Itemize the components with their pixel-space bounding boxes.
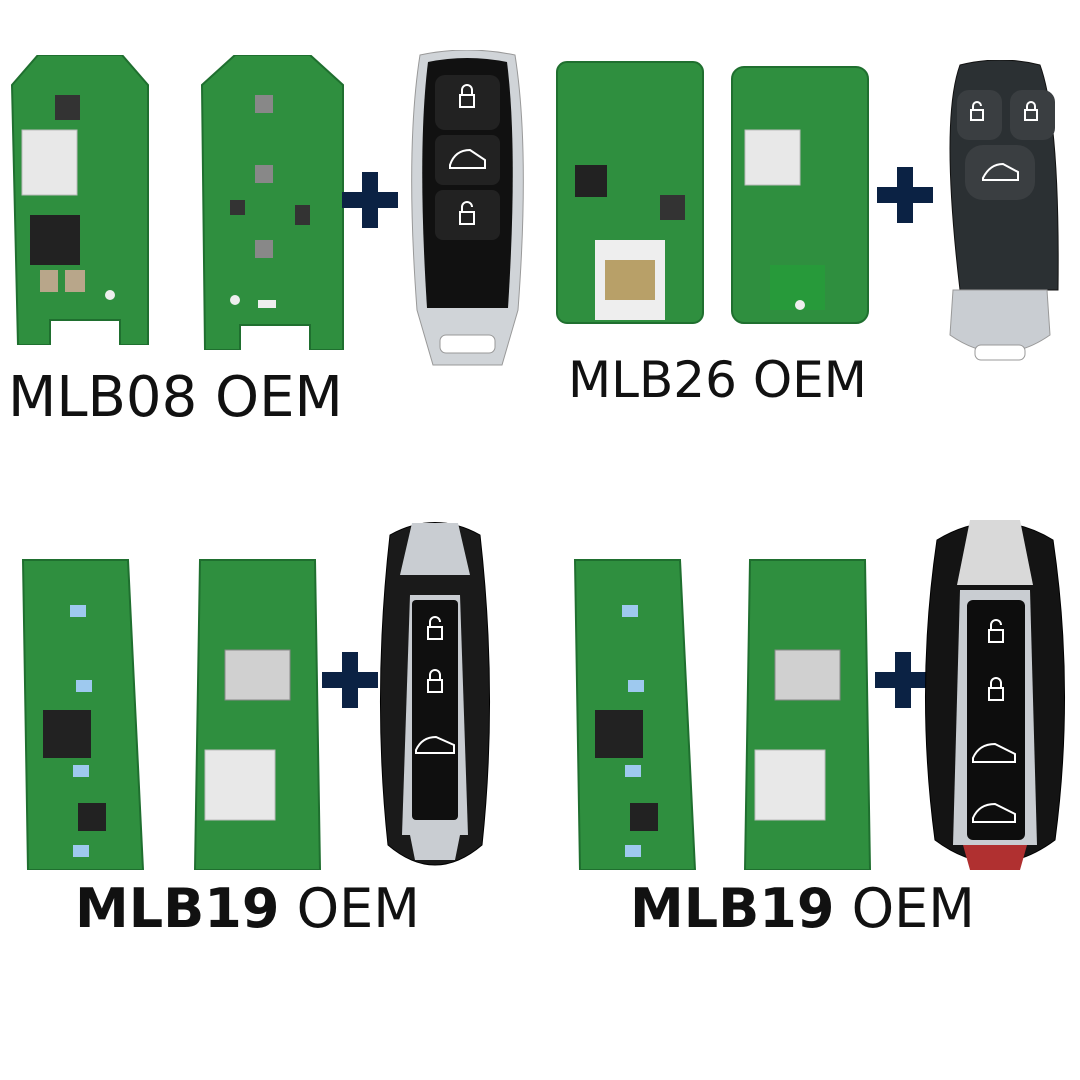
lock-icon bbox=[1024, 101, 1038, 121]
mlb19a-pcb-back bbox=[193, 559, 322, 870]
mlb26-pcb-back bbox=[731, 66, 869, 324]
mlb08-pcb-back bbox=[200, 55, 344, 350]
mlb19b-label: MLB19 OEM bbox=[630, 877, 975, 940]
mlb19a-key-fob bbox=[379, 522, 491, 866]
mlb26-pcb-front bbox=[556, 61, 704, 324]
unlock-icon bbox=[427, 616, 443, 640]
unlock-icon bbox=[988, 619, 1004, 643]
mlb19a-label: MLB19 OEM bbox=[75, 877, 420, 940]
mlb19b-pcb-back bbox=[743, 559, 872, 870]
mlb08-group: MLB08 OEM bbox=[0, 50, 540, 430]
trunk-icon bbox=[982, 162, 1019, 181]
plus-icon bbox=[342, 172, 398, 228]
trunk-icon bbox=[449, 148, 486, 169]
trunk-icon bbox=[972, 742, 1016, 763]
mlb26-label: MLB26 OEM bbox=[568, 351, 867, 409]
mlb19a-group: MLB19 OEM bbox=[0, 510, 540, 950]
mlb19a-pcb-front bbox=[21, 559, 145, 870]
trunk-icon bbox=[972, 802, 1016, 823]
unlock-icon bbox=[459, 201, 475, 225]
mlb08-pcb-front bbox=[10, 55, 149, 345]
lock-icon bbox=[459, 84, 475, 108]
mlb26-group: MLB26 OEM bbox=[550, 60, 1070, 420]
plus-icon bbox=[877, 167, 933, 223]
trunk-icon bbox=[415, 735, 455, 754]
mlb19b-pcb-front bbox=[573, 559, 697, 870]
mlb08-label: MLB08 OEM bbox=[8, 365, 343, 430]
mlb19b-group: MLB19 OEM bbox=[550, 510, 1070, 950]
unlock-icon bbox=[970, 101, 984, 121]
mlb19b-key-fob bbox=[925, 520, 1065, 870]
mlb08-key-fob bbox=[411, 50, 524, 366]
plus-icon bbox=[875, 652, 931, 708]
mlb26-key-fob bbox=[949, 60, 1059, 361]
lock-icon bbox=[427, 669, 443, 693]
plus-icon bbox=[322, 652, 378, 708]
lock-icon bbox=[988, 677, 1004, 701]
